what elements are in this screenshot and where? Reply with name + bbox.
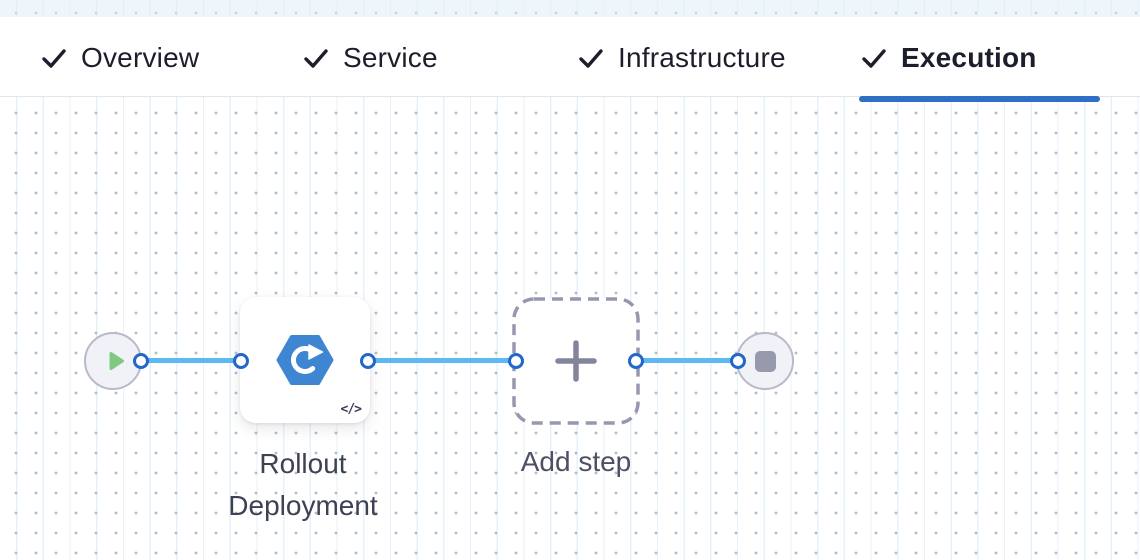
connector-port[interactable] — [508, 353, 524, 369]
connector-port[interactable] — [360, 353, 376, 369]
tab-service[interactable]: Service — [302, 18, 438, 97]
check-icon — [577, 44, 605, 72]
tab-execution[interactable]: Execution — [860, 18, 1037, 97]
add-step-label: Add step — [520, 446, 632, 477]
code-icon: </> — [340, 402, 363, 417]
connector-port[interactable] — [233, 353, 249, 369]
connector-port[interactable] — [628, 353, 644, 369]
play-icon — [98, 348, 129, 374]
tab-overview[interactable]: Overview — [40, 18, 199, 97]
stage-tabs: Overview Service Infrastructure Executio… — [0, 17, 1140, 97]
check-icon — [860, 44, 888, 72]
add-step-node[interactable] — [511, 296, 641, 426]
start-node — [84, 332, 142, 390]
stop-icon — [754, 350, 776, 372]
tab-label: Service — [343, 41, 438, 73]
edge — [368, 358, 516, 363]
connector-port[interactable] — [133, 353, 149, 369]
check-icon — [40, 44, 68, 72]
tab-label: Execution — [901, 41, 1037, 73]
tab-label: Overview — [81, 41, 200, 73]
step-node-rollout-deployment[interactable]: </> — [240, 297, 370, 423]
edge — [636, 358, 738, 363]
active-tab-underline — [859, 96, 1100, 102]
canvas-top-strip — [0, 0, 1140, 17]
step-label: Rollout Deployment — [228, 448, 378, 521]
tab-label: Infrastructure — [618, 41, 786, 73]
tab-infrastructure[interactable]: Infrastructure — [577, 18, 786, 97]
rolling-deployment-icon — [276, 334, 334, 386]
connector-port[interactable] — [730, 353, 746, 369]
edge — [141, 358, 241, 363]
check-icon — [302, 44, 330, 72]
plus-icon — [555, 340, 597, 382]
end-node — [736, 332, 794, 390]
